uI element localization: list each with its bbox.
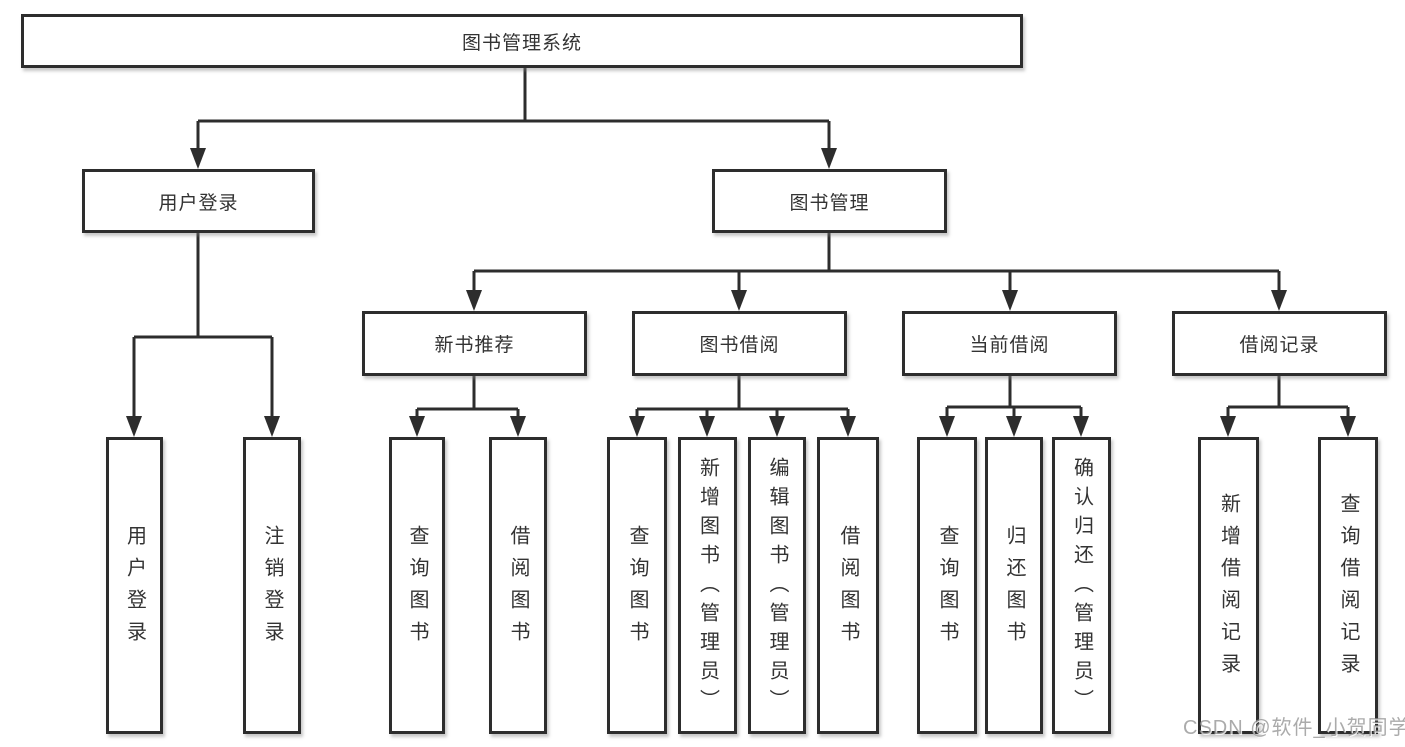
leaf-current-confirm-return: 确认归还（管理员） <box>1052 437 1111 734</box>
leaf-recommend-borrow-books-label: 借阅图书 <box>507 524 529 653</box>
leaf-borrow-borrow-books-label: 借阅图书 <box>837 524 859 653</box>
leaf-records-query-record-label: 查询借阅记录 <box>1337 492 1359 685</box>
leaf-borrow-edit-books-label: 编辑图书（管理员） <box>766 457 788 718</box>
leaf-recommend-borrow-books: 借阅图书 <box>489 437 547 734</box>
node-book-management-label: 图书管理 <box>789 192 870 214</box>
leaf-user-login-label: 用户登录 <box>123 524 146 653</box>
leaf-borrow-query-books-label: 查询图书 <box>626 524 648 653</box>
node-book-management: 图书管理 <box>712 169 947 233</box>
node-borrow-records: 借阅记录 <box>1172 311 1387 376</box>
node-current-borrow-label: 当前借阅 <box>969 335 1050 356</box>
leaf-current-query-books: 查询图书 <box>917 437 977 734</box>
leaf-borrow-add-books-label: 新增图书（管理员） <box>696 457 719 718</box>
leaf-recommend-query-books: 查询图书 <box>389 437 445 734</box>
node-current-borrow: 当前借阅 <box>902 311 1117 376</box>
leaf-recommend-query-books-label: 查询图书 <box>406 524 428 653</box>
leaf-records-add-record: 新增借阅记录 <box>1198 437 1259 734</box>
leaf-borrow-add-books: 新增图书（管理员） <box>678 437 737 734</box>
leaf-current-query-books-label: 查询图书 <box>936 524 958 653</box>
leaf-logout: 注销登录 <box>243 437 301 734</box>
node-user-login: 用户登录 <box>82 169 315 233</box>
leaf-logout-label: 注销登录 <box>261 524 283 653</box>
node-book-borrow: 图书借阅 <box>632 311 847 376</box>
node-new-book-recommend: 新书推荐 <box>362 311 587 376</box>
leaf-current-confirm-return-label: 确认归还（管理员） <box>1070 457 1093 718</box>
node-root-label: 图书管理系统 <box>461 32 582 54</box>
node-new-book-recommend-label: 新书推荐 <box>434 335 515 356</box>
leaf-current-return-books-label: 归还图书 <box>1003 524 1025 653</box>
node-user-login-label: 用户登录 <box>158 192 239 214</box>
leaf-records-add-record-label: 新增借阅记录 <box>1217 492 1240 685</box>
node-book-borrow-label: 图书借阅 <box>699 335 780 356</box>
leaf-records-query-record: 查询借阅记录 <box>1318 437 1378 734</box>
node-borrow-records-label: 借阅记录 <box>1239 335 1320 356</box>
leaf-current-return-books: 归还图书 <box>985 437 1043 734</box>
node-root: 图书管理系统 <box>21 14 1023 68</box>
csdn-watermark: CSDN @软件_小贺同学 <box>1183 717 1405 739</box>
leaf-borrow-edit-books: 编辑图书（管理员） <box>748 437 806 734</box>
leaf-user-login: 用户登录 <box>106 437 163 734</box>
leaf-borrow-borrow-books: 借阅图书 <box>817 437 879 734</box>
leaf-borrow-query-books: 查询图书 <box>607 437 667 734</box>
